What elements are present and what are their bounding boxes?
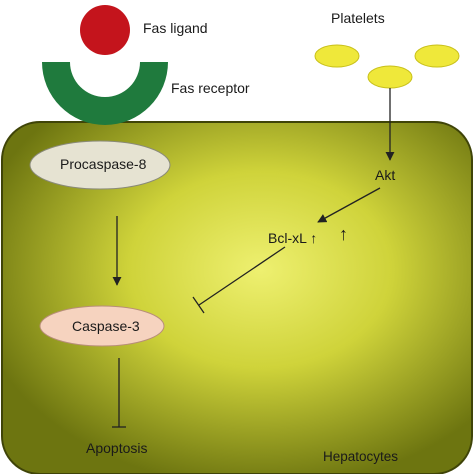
fas-receptor-shape xyxy=(42,62,168,125)
procaspase8-node xyxy=(29,140,171,190)
inhibit-bclxl-caspase3 xyxy=(198,246,286,306)
platelet-3 xyxy=(367,65,413,89)
caspase3-node xyxy=(39,305,165,347)
platelets-label: Platelets xyxy=(331,10,385,26)
platelet-1 xyxy=(314,44,360,68)
fas-ligand-label: Fas ligand xyxy=(143,20,208,36)
up-arrow-label: ↑ xyxy=(339,224,348,244)
akt-label: Akt xyxy=(375,167,396,183)
procaspase8-label: Procaspase-8 xyxy=(60,156,147,172)
hepatocytes-label: Hepatocytes xyxy=(323,449,399,464)
fas-receptor-label: Fas receptor xyxy=(171,80,250,96)
arrow-akt-bclxl xyxy=(317,187,381,223)
inhibit-bar-caspase3 xyxy=(192,296,205,314)
caspase3-label: Caspase-3 xyxy=(72,318,140,334)
platelet-2 xyxy=(414,44,460,68)
apoptosis-label: Apoptosis xyxy=(86,440,148,456)
fas-ligand-shape xyxy=(80,5,130,55)
bclxl-label: Bcl-xL ↑ xyxy=(268,230,318,246)
